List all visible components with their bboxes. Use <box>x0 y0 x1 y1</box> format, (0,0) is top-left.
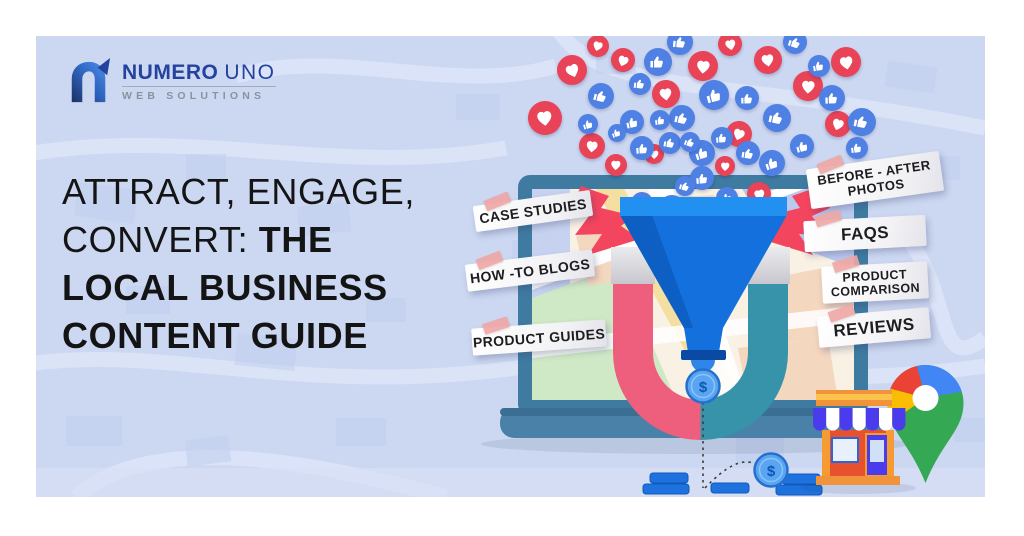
heart-reaction-icon <box>584 36 612 60</box>
thumbs-up-reaction-icon <box>685 136 719 170</box>
dollar-coin-icon: $ <box>685 368 721 404</box>
funnel-icon <box>620 197 787 372</box>
laptop-shadow <box>481 434 911 454</box>
heart-reaction-icon <box>552 50 592 90</box>
thumbs-up-reaction-icon <box>787 131 817 161</box>
thumbs-up-reaction-icon <box>575 111 601 137</box>
headline-line-3: LOCAL BUSINESS <box>62 267 388 308</box>
thumbs-up-reaction-icon <box>845 105 879 139</box>
thumbs-up-reaction-icon <box>666 102 698 134</box>
money-trail: $ $ <box>642 368 823 496</box>
thumbs-up-reaction-icon <box>672 173 698 199</box>
thumbs-up-reaction-icon <box>585 80 617 112</box>
heart-reaction-icon <box>714 155 736 177</box>
logo-divider <box>122 85 276 87</box>
thumbs-up-reaction-icon <box>644 48 672 76</box>
heart-reaction-icon <box>526 99 564 137</box>
heart-reaction-icon <box>604 153 628 177</box>
svg-text:$: $ <box>699 379 708 396</box>
thumbs-up-reaction-icon <box>734 139 762 167</box>
thumbs-up-reaction-icon <box>818 84 846 112</box>
tag-product-comparison: PRODUCT COMPARISON <box>821 254 929 304</box>
heart-reaction-icon <box>722 117 756 151</box>
thumbs-up-reaction-icon <box>617 107 647 137</box>
tag-faqs: FAQS <box>803 209 927 253</box>
thumbs-up-reaction-icon <box>710 126 734 150</box>
banner-canvas: $ $ <box>36 36 985 497</box>
thumbs-up-reaction-icon <box>806 53 832 79</box>
brand-tagline: WEB SOLUTIONS <box>122 89 266 102</box>
thumbs-up-reaction-icon <box>629 135 655 161</box>
heart-reaction-icon <box>791 69 825 103</box>
dollar-coin-icon: $ <box>753 452 789 488</box>
heart-reaction-icon <box>828 44 864 80</box>
thumbs-up-reaction-icon <box>605 121 629 145</box>
headline: ATTRACT, ENGAGE, CONVERT: THE LOCAL BUSI… <box>62 168 415 360</box>
storefront-icon <box>800 390 916 494</box>
numero-uno-logo-icon <box>71 58 111 103</box>
thumbs-up-reaction-icon <box>734 85 760 111</box>
thumbs-up-reaction-icon <box>627 71 653 97</box>
thumbs-up-reaction-icon <box>688 164 716 192</box>
thumbs-up-reaction-icon <box>844 135 870 161</box>
thumbs-up-reaction-icon <box>779 36 811 58</box>
heart-reaction-icon <box>650 78 682 110</box>
heart-reaction-icon <box>821 107 855 141</box>
heart-reaction-icon <box>577 131 607 161</box>
heart-reaction-icon <box>751 43 785 77</box>
headline-line-1: ATTRACT, ENGAGE, <box>62 171 415 212</box>
heart-reaction-icon <box>686 49 720 83</box>
heart-reaction-icon <box>715 36 745 59</box>
heart-reaction-icon <box>607 44 639 76</box>
storefront-awning <box>813 408 906 431</box>
thumbs-up-reaction-icon <box>657 130 683 156</box>
headline-line-2: CONVERT: THE <box>62 219 333 260</box>
headline-line-4: CONTENT GUIDE <box>62 315 368 356</box>
thumbs-up-reaction-icon <box>760 101 794 135</box>
thumbs-up-reaction-icon <box>677 129 703 155</box>
thumbs-up-reaction-icon <box>665 36 695 57</box>
thumbs-up-reaction-icon <box>695 76 733 114</box>
svg-text:$: $ <box>767 463 776 480</box>
thumbs-up-reaction-icon <box>755 146 789 180</box>
thumbs-up-reaction-icon <box>648 108 672 132</box>
